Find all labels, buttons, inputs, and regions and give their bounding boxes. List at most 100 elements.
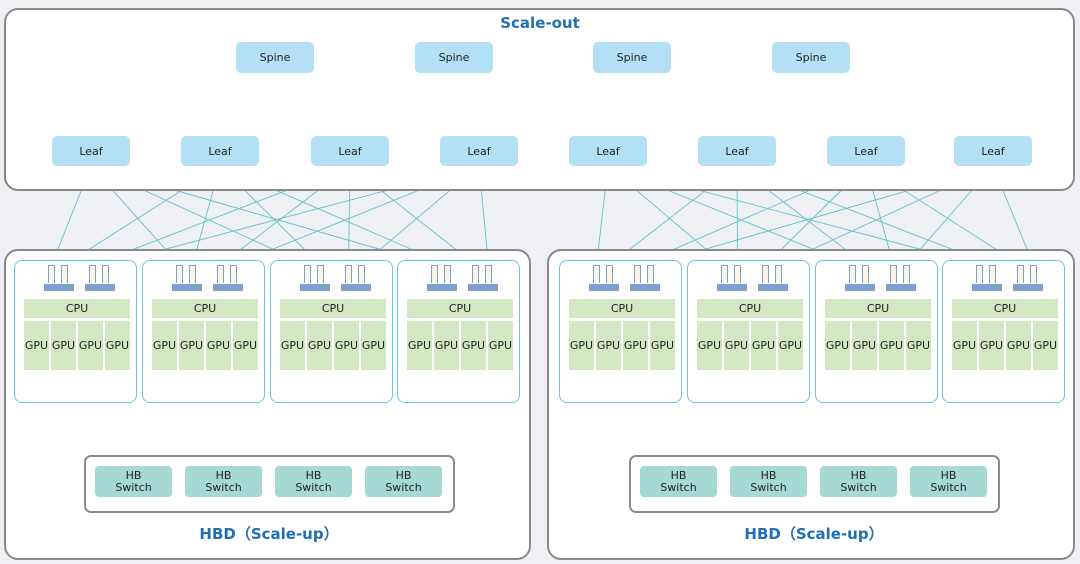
nic-icon bbox=[300, 265, 330, 291]
hb-switch-label-line2: Switch bbox=[660, 480, 697, 494]
gpu-block: GPU bbox=[778, 321, 803, 370]
nic-port bbox=[317, 265, 324, 283]
nic-icon bbox=[427, 265, 457, 291]
nic-base bbox=[589, 284, 619, 291]
gpu-block: GPU bbox=[979, 321, 1004, 370]
hbd-title: HBD（Scale-up） bbox=[199, 525, 339, 543]
server-node bbox=[270, 260, 393, 403]
nic-port bbox=[102, 265, 109, 283]
leaf-switch[interactable]: Leaf bbox=[440, 136, 518, 166]
hb-switch-label-line1: HB bbox=[760, 468, 777, 482]
server-node bbox=[142, 260, 265, 403]
leaf-switch[interactable]: Leaf bbox=[954, 136, 1032, 166]
nic-port bbox=[358, 265, 365, 283]
hb-switch-label-line2: Switch bbox=[295, 480, 332, 494]
cpu-block: CPU bbox=[407, 299, 513, 318]
cpu-block: CPU bbox=[825, 299, 931, 318]
gpu-block: GPU bbox=[569, 321, 594, 370]
spine-switch[interactable]: Spine bbox=[415, 42, 493, 73]
leaf-switch[interactable]: Leaf bbox=[827, 136, 905, 166]
gpu-block: GPU bbox=[51, 321, 76, 370]
gpu-block: GPU bbox=[280, 321, 305, 370]
hb-switch-label-line1: HB bbox=[850, 468, 867, 482]
leaf-switch[interactable]: Leaf bbox=[52, 136, 130, 166]
cpu-block: CPU bbox=[24, 299, 130, 318]
nic-port bbox=[431, 265, 438, 283]
nic-port bbox=[647, 265, 654, 283]
nic-port bbox=[345, 265, 352, 283]
gpu-block: GPU bbox=[461, 321, 486, 370]
nic-base bbox=[468, 284, 498, 291]
nic-port bbox=[230, 265, 237, 283]
hb-switch-label-line2: Switch bbox=[840, 480, 877, 494]
nic-port bbox=[634, 265, 641, 283]
gpu-block: GPU bbox=[623, 321, 648, 370]
nic-port bbox=[48, 265, 55, 283]
nic-base bbox=[845, 284, 875, 291]
nic-base bbox=[85, 284, 115, 291]
spine-switch[interactable]: Spine bbox=[236, 42, 314, 73]
gpu-block: GPU bbox=[751, 321, 776, 370]
nic-port bbox=[606, 265, 613, 283]
gpu-block: GPU bbox=[879, 321, 904, 370]
cpu-block: CPU bbox=[280, 299, 386, 318]
nic-port bbox=[734, 265, 741, 283]
leaf-switch[interactable]: Leaf bbox=[698, 136, 776, 166]
server-node bbox=[559, 260, 682, 403]
leaf-switch[interactable]: Leaf bbox=[181, 136, 259, 166]
nic-icon bbox=[845, 265, 875, 291]
nic-port bbox=[444, 265, 451, 283]
nic-port bbox=[903, 265, 910, 283]
gpu-block: GPU bbox=[488, 321, 513, 370]
nic-port bbox=[61, 265, 68, 283]
nic-base bbox=[341, 284, 371, 291]
nic-base bbox=[717, 284, 747, 291]
nic-port bbox=[593, 265, 600, 283]
scale-out-frame bbox=[4, 8, 1075, 191]
nic-port bbox=[89, 265, 96, 283]
gpu-block: GPU bbox=[852, 321, 877, 370]
hb-switch-label-line1: HB bbox=[395, 468, 412, 482]
hb-switch-label-line2: Switch bbox=[115, 480, 152, 494]
leaf-switch[interactable]: Leaf bbox=[569, 136, 647, 166]
gpu-block: GPU bbox=[1006, 321, 1031, 370]
spine-switch[interactable]: Spine bbox=[593, 42, 671, 73]
nic-base bbox=[886, 284, 916, 291]
gpu-block: GPU bbox=[952, 321, 977, 370]
nic-port bbox=[1030, 265, 1037, 283]
hb-switch-label-line2: Switch bbox=[385, 480, 422, 494]
nic-port bbox=[849, 265, 856, 283]
nic-icon bbox=[44, 265, 74, 291]
gpu-block: GPU bbox=[724, 321, 749, 370]
cpu-block: CPU bbox=[569, 299, 675, 318]
spine-switch[interactable]: Spine bbox=[772, 42, 850, 73]
nic-base bbox=[427, 284, 457, 291]
hb-switch-label-line1: HB bbox=[670, 468, 687, 482]
gpu-block: GPU bbox=[434, 321, 459, 370]
hb-switch-label-line2: Switch bbox=[205, 480, 242, 494]
nic-icon bbox=[213, 265, 243, 291]
gpu-block: GPU bbox=[206, 321, 231, 370]
nic-port bbox=[176, 265, 183, 283]
server-node bbox=[397, 260, 520, 403]
nic-base bbox=[630, 284, 660, 291]
leaf-switch[interactable]: Leaf bbox=[311, 136, 389, 166]
gpu-block: GPU bbox=[906, 321, 931, 370]
nic-base bbox=[758, 284, 788, 291]
nic-port bbox=[1017, 265, 1024, 283]
nic-port bbox=[890, 265, 897, 283]
gpu-block: GPU bbox=[697, 321, 722, 370]
nic-icon bbox=[85, 265, 115, 291]
nic-port bbox=[862, 265, 869, 283]
gpu-block: GPU bbox=[152, 321, 177, 370]
gpu-block: GPU bbox=[233, 321, 258, 370]
nic-icon bbox=[468, 265, 498, 291]
